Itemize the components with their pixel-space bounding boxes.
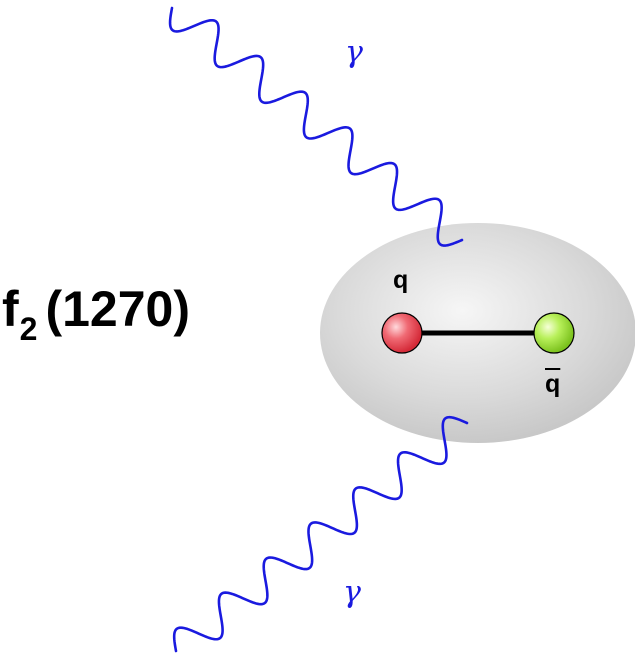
meson-label: f2(1270) — [2, 281, 190, 345]
photon-line-top — [168, 6, 464, 247]
quark — [381, 312, 423, 354]
antiquark-label: q — [545, 370, 561, 398]
antiquark — [533, 312, 575, 354]
photon-label-top: γ — [345, 35, 363, 70]
photon-label-bottom: γ — [343, 575, 361, 610]
meson-mass: (1270) — [45, 281, 190, 337]
quark-label: q — [393, 266, 409, 294]
meson-symbol: f — [2, 281, 19, 337]
photon-line-bottom — [172, 415, 469, 653]
meson-subscript: 2 — [19, 311, 38, 347]
